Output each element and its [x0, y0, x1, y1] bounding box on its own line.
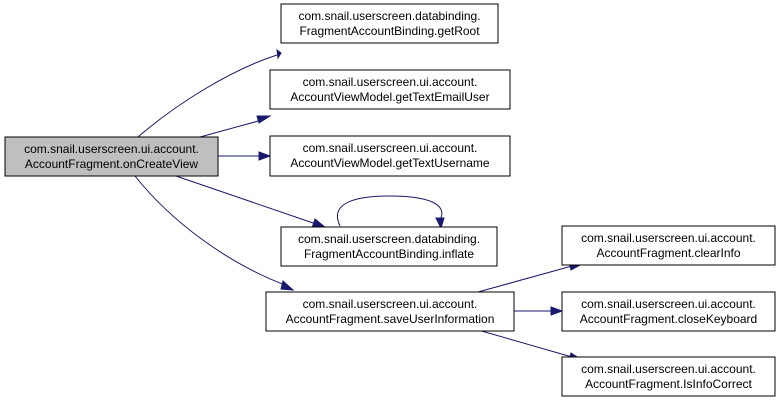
node-clearinfo-box [561, 225, 776, 266]
node-closekeyboard-line1: com.snail.userscreen.ui.account. [581, 297, 756, 311]
node-inflate[interactable]: com.snail.userscreen.databinding. Fragme… [280, 226, 498, 267]
node-getusername-box [269, 135, 511, 177]
node-saveuser[interactable]: com.snail.userscreen.ui.account. Account… [265, 291, 515, 332]
node-saveuser-line1: com.snail.userscreen.ui.account. [303, 297, 478, 311]
edge-saveuser-to-clearinfo [477, 265, 573, 293]
node-clearinfo-line2: AccountFragment.clearInfo [596, 246, 740, 260]
node-closekeyboard-line2: AccountFragment.closeKeyboard [580, 312, 757, 326]
node-getusername-line2: AccountViewModel.getTextUsername [290, 156, 490, 170]
node-isinfocorrect[interactable]: com.snail.userscreen.ui.account. Account… [561, 356, 776, 397]
node-closekeyboard-box [561, 291, 776, 332]
node-getroot[interactable]: com.snail.userscreen.databinding. Fragme… [280, 3, 499, 44]
edge-inflate-self-loop [337, 195, 443, 227]
edge-root-to-saveuser [134, 175, 286, 286]
node-getemail-line1: com.snail.userscreen.ui.account. [303, 75, 478, 89]
node-root[interactable]: com.snail.userscreen.ui.account. Account… [4, 136, 219, 177]
node-closekeyboard[interactable]: com.snail.userscreen.ui.account. Account… [561, 291, 776, 332]
edge-root-to-getemail [199, 119, 263, 138]
edge-saveuser-to-isinfocorrect [477, 329, 573, 358]
edge-root-to-getusername-arrowhead [258, 151, 272, 161]
node-clearinfo-line1: com.snail.userscreen.ui.account. [581, 231, 756, 245]
node-getroot-box [280, 3, 499, 44]
edge-inflate-self-loop-arrowhead [435, 217, 445, 230]
node-inflate-line1: com.snail.userscreen.databinding. [298, 232, 480, 246]
node-inflate-box [280, 226, 498, 267]
node-root-line2: AccountFragment.onCreateView [25, 157, 199, 171]
node-isinfocorrect-line1: com.snail.userscreen.ui.account. [581, 362, 756, 376]
edge-root-to-getroot [137, 54, 278, 138]
node-isinfocorrect-box [561, 356, 776, 397]
node-getemail[interactable]: com.snail.userscreen.ui.account. Account… [269, 69, 511, 110]
node-saveuser-box [265, 291, 515, 332]
node-inflate-line2: FragmentAccountBinding.inflate [304, 247, 474, 261]
node-getemail-box [269, 69, 511, 110]
edge-root-to-getroot-arrowhead [276, 48, 282, 60]
edge-root-to-inflate [175, 175, 317, 225]
node-getusername-line1: com.snail.userscreen.ui.account. [303, 141, 478, 155]
node-getemail-line2: AccountViewModel.getTextEmailUser [290, 90, 489, 104]
node-saveuser-line2: AccountFragment.saveUserInformation [286, 312, 495, 326]
node-getusername[interactable]: com.snail.userscreen.ui.account. Account… [269, 135, 511, 177]
node-getroot-line1: com.snail.userscreen.databinding. [298, 9, 480, 23]
edges [134, 48, 584, 362]
edge-root-to-saveuser-arrowhead [280, 280, 295, 291]
edge-root-to-getemail-arrowhead [256, 115, 272, 124]
node-root-box [4, 136, 219, 177]
edge-saveuser-to-closekeyboard-arrowhead [550, 306, 564, 316]
node-getroot-line2: FragmentAccountBinding.getRoot [299, 24, 480, 38]
node-clearinfo[interactable]: com.snail.userscreen.ui.account. Account… [561, 225, 776, 266]
node-root-line1: com.snail.userscreen.ui.account. [24, 142, 199, 156]
node-isinfocorrect-line2: AccountFragment.IsInfoCorrect [585, 377, 752, 391]
